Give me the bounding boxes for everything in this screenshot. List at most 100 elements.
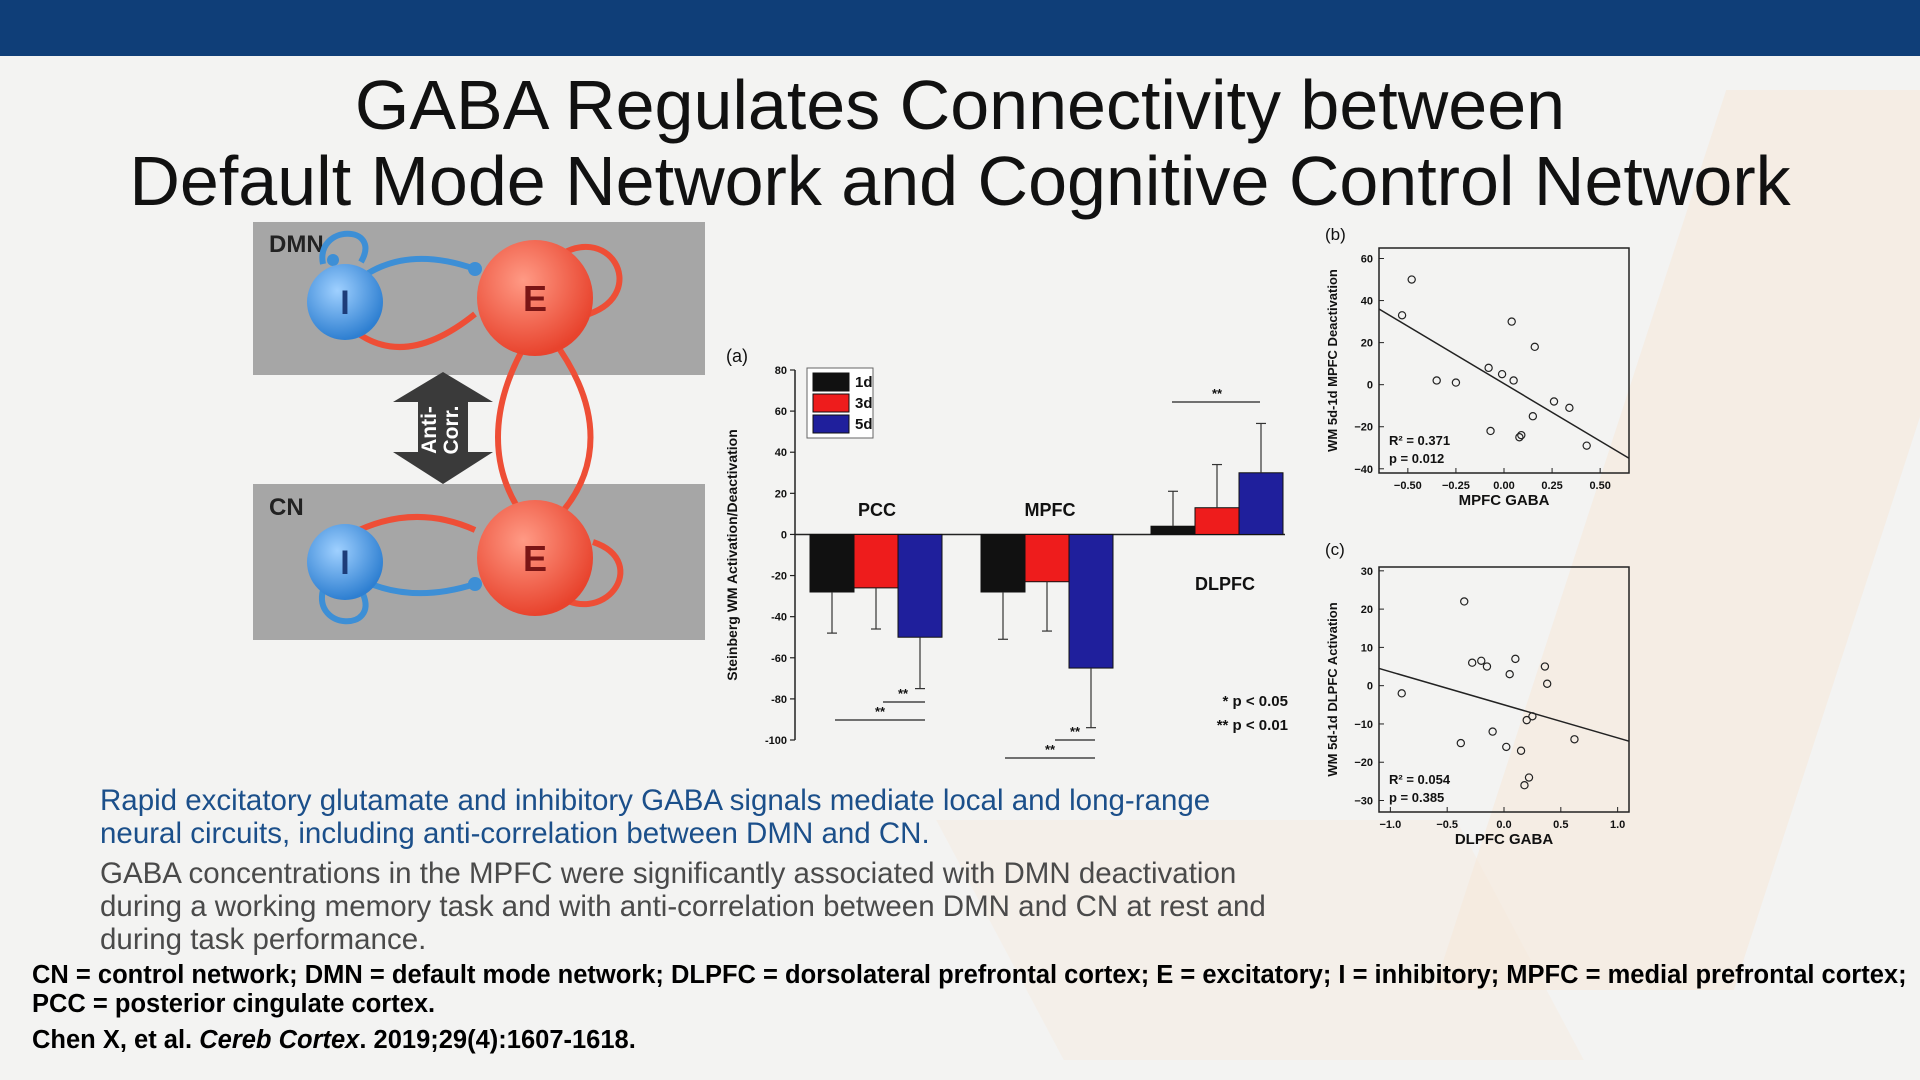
data-point bbox=[1582, 441, 1591, 450]
y-tick-label: 20 bbox=[775, 488, 787, 500]
y-tick-label: 10 bbox=[1361, 642, 1373, 654]
bar-chart-a: (a) Steinberg WM Activation/Deactivation 8… bbox=[724, 346, 1288, 759]
bar bbox=[1024, 533, 1070, 583]
bar bbox=[1238, 472, 1284, 535]
circuit-diagram: DMN CN I E I E Anti-Corr. bbox=[253, 222, 705, 640]
data-point bbox=[1451, 378, 1461, 387]
anti-correlation-arrow bbox=[393, 372, 493, 484]
panel-label: (b) bbox=[1325, 225, 1346, 244]
x-axis-label: DLPFC GABA bbox=[1455, 831, 1553, 848]
significance-mark: ** bbox=[1212, 386, 1223, 401]
citation-details: . 2019;29(4):1607-1618. bbox=[359, 1026, 636, 1054]
cn-excitatory-label: E bbox=[523, 538, 547, 579]
synapse-dot bbox=[468, 262, 482, 276]
data-point bbox=[1456, 738, 1466, 748]
y-tick-label: 80 bbox=[775, 365, 787, 377]
y-axis-label: WM 5d-1d DLPFC Activation bbox=[1325, 602, 1340, 776]
data-point bbox=[1516, 746, 1526, 755]
data-point bbox=[1397, 689, 1406, 698]
y-tick-label: 0 bbox=[1367, 380, 1373, 392]
data-point bbox=[1515, 433, 1524, 442]
y-tick-label: 60 bbox=[1361, 254, 1373, 266]
group-label: MPFC bbox=[1025, 500, 1076, 520]
long-range-connection-right bbox=[550, 338, 594, 525]
y-tick-label: −20 bbox=[1354, 422, 1373, 434]
data-point bbox=[1484, 363, 1493, 373]
cn-excitatory-node bbox=[477, 500, 593, 616]
top-banner bbox=[0, 0, 1920, 56]
summary-text-blue: Rapid excitatory glutamate and inhibitor… bbox=[100, 784, 1211, 850]
bar bbox=[1068, 533, 1114, 669]
dmn-e-self-loop bbox=[551, 243, 623, 317]
data-point bbox=[1511, 654, 1520, 664]
regression-line bbox=[1378, 308, 1630, 459]
y-tick-label: -60 bbox=[771, 653, 787, 665]
x-tick-label: −0.5 bbox=[1436, 819, 1458, 831]
significance-legend: ** p < 0.01 bbox=[1217, 717, 1288, 734]
anti-correlation-label: Anti-Corr. bbox=[418, 405, 463, 454]
data-point bbox=[1482, 662, 1492, 671]
y-tick-label: −20 bbox=[1354, 757, 1373, 769]
x-tick-label: 0.0 bbox=[1496, 819, 1511, 831]
data-point bbox=[1549, 397, 1559, 406]
legend-label: 1d bbox=[855, 374, 873, 391]
data-point bbox=[1432, 376, 1441, 385]
panel-label: (a) bbox=[726, 346, 748, 366]
y-tick-label: 20 bbox=[1361, 604, 1373, 616]
citation-journal: Cereb Cortex bbox=[199, 1026, 360, 1054]
y-tick-label: 20 bbox=[1361, 338, 1373, 350]
bar bbox=[1194, 507, 1240, 535]
significance-mark: ** bbox=[1045, 742, 1056, 757]
data-point bbox=[1397, 311, 1407, 320]
bar bbox=[809, 533, 855, 593]
data-point bbox=[1528, 412, 1538, 421]
data-point bbox=[1509, 376, 1518, 385]
significance-mark: ** bbox=[875, 704, 886, 719]
dmn-e-to-i-connection bbox=[349, 311, 477, 350]
x-tick-label: −0.50 bbox=[1394, 480, 1422, 492]
data-point bbox=[1407, 275, 1416, 284]
cn-inhibitory-node bbox=[307, 524, 383, 600]
dmn-inhibitory-label: I bbox=[340, 284, 349, 322]
dmn-inhibitory-node bbox=[307, 264, 383, 340]
anti-label-line-1: Anti- bbox=[418, 406, 441, 454]
y-tick-label: 0 bbox=[1367, 681, 1373, 693]
synapse-dot bbox=[327, 254, 339, 266]
y-tick-label: −40 bbox=[1354, 464, 1373, 476]
slide-title-line-2: Default Mode Network and Cognitive Contr… bbox=[129, 142, 1791, 220]
data-point bbox=[1570, 735, 1579, 744]
y-tick-label: 40 bbox=[775, 447, 787, 459]
y-tick-label: 40 bbox=[1361, 296, 1373, 308]
dmn-i-self-loop bbox=[319, 230, 369, 265]
data-point bbox=[1530, 342, 1539, 352]
stats-label: p = 0.385 bbox=[1389, 790, 1444, 805]
y-axis-label: Steinberg WM Activation/Deactivation bbox=[724, 429, 740, 681]
x-axis-label: MPFC GABA bbox=[1459, 492, 1550, 509]
regression-line bbox=[1378, 667, 1630, 742]
data-point bbox=[1505, 669, 1514, 679]
stats-label: R² = 0.371 bbox=[1389, 433, 1450, 448]
data-point bbox=[1542, 679, 1552, 688]
cn-label: CN bbox=[269, 494, 304, 521]
y-tick-label: -100 bbox=[765, 735, 787, 747]
x-tick-label: −1.0 bbox=[1380, 819, 1402, 831]
stats-label: p = 0.012 bbox=[1389, 451, 1444, 466]
synapse-dot bbox=[468, 577, 482, 591]
dmn-excitatory-label: E bbox=[523, 278, 547, 319]
data-point bbox=[1528, 712, 1537, 721]
group-label: PCC bbox=[858, 500, 896, 520]
dmn-label: DMN bbox=[269, 231, 324, 258]
bar bbox=[1150, 525, 1196, 535]
y-tick-label: −10 bbox=[1354, 719, 1373, 731]
long-range-connection-left bbox=[495, 338, 531, 524]
data-point bbox=[1486, 426, 1495, 436]
cn-i-self-loop bbox=[318, 589, 369, 625]
data-point bbox=[1460, 597, 1469, 606]
legend-label: 3d bbox=[855, 395, 873, 412]
data-point bbox=[1507, 317, 1516, 326]
data-point bbox=[1524, 773, 1534, 782]
y-tick-label: −30 bbox=[1354, 796, 1373, 808]
x-tick-label: 0.5 bbox=[1553, 819, 1568, 831]
